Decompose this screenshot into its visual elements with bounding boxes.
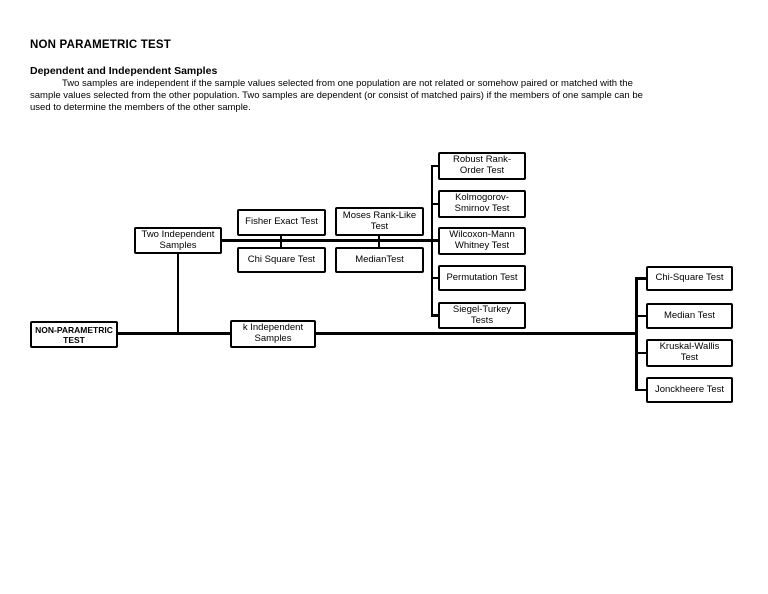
intro-paragraph: Two samples are independent if the sampl… xyxy=(30,78,740,115)
connector-line-two-independent-branch xyxy=(221,239,439,242)
node-median-test: MedianTest xyxy=(335,247,424,273)
node-robust-rank-order-test: Robust Rank- Order Test xyxy=(438,152,526,180)
connector-tick-robust xyxy=(431,164,439,167)
node-permutation-test: Permutation Test xyxy=(438,265,526,291)
connector-tick-jonckheere xyxy=(637,388,646,391)
node-two-independent-samples: Two Independent Samples xyxy=(134,227,222,254)
connector-tick-chi-square-k xyxy=(637,277,646,280)
node-chi-square-test-k: Chi-Square Test xyxy=(646,266,733,291)
node-kruskal-wallis-test: Kruskal-Wallis Test xyxy=(646,339,733,367)
connector-tick-siegel xyxy=(431,314,439,317)
node-chi-square-test: Chi Square Test xyxy=(237,247,326,273)
connector-tick-fisher xyxy=(279,234,282,248)
connector-line-middle-vertical xyxy=(430,165,433,316)
page-title: NON PARAMETRIC TEST xyxy=(30,39,171,51)
connector-line-two-independent-drop xyxy=(176,252,179,334)
connector-line-k-to-right-group xyxy=(314,332,638,335)
node-kolmogorov-smirnov-test: Kolmogorov- Smirnov Test xyxy=(438,190,526,218)
node-jonckheere-test: Jonckheere Test xyxy=(646,377,733,403)
connector-tick-kolmogorov xyxy=(431,202,439,205)
paragraph-line: Two samples are independent if the sampl… xyxy=(62,78,633,89)
connector-tick-kruskal xyxy=(637,351,646,354)
connector-line-right-vertical xyxy=(635,277,638,391)
connector-tick-moses xyxy=(377,234,380,248)
node-k-independent-samples: k Independent Samples xyxy=(230,320,316,348)
paragraph-line: used to determine the members of the oth… xyxy=(30,102,251,114)
node-non-parametric-test: NON-PARAMETRIC TEST xyxy=(30,321,118,348)
section-heading: Dependent and Independent Samples xyxy=(30,65,218,77)
node-wilcoxon-mann-whitney-test: Wilcoxon-Mann Whitney Test xyxy=(438,227,526,255)
connector-line-root-to-k xyxy=(116,332,232,335)
node-fisher-exact-test: Fisher Exact Test xyxy=(237,209,326,236)
connector-tick-median-k xyxy=(637,314,646,317)
connector-tick-permutation xyxy=(431,276,439,279)
node-moses-rank-like-test: Moses Rank-Like Test xyxy=(335,207,424,236)
paragraph-line: sample values selected from the other po… xyxy=(30,90,643,102)
node-siegel-turkey-tests: Siegel-Turkey Tests xyxy=(438,302,526,329)
node-median-test-k: Median Test xyxy=(646,303,733,329)
